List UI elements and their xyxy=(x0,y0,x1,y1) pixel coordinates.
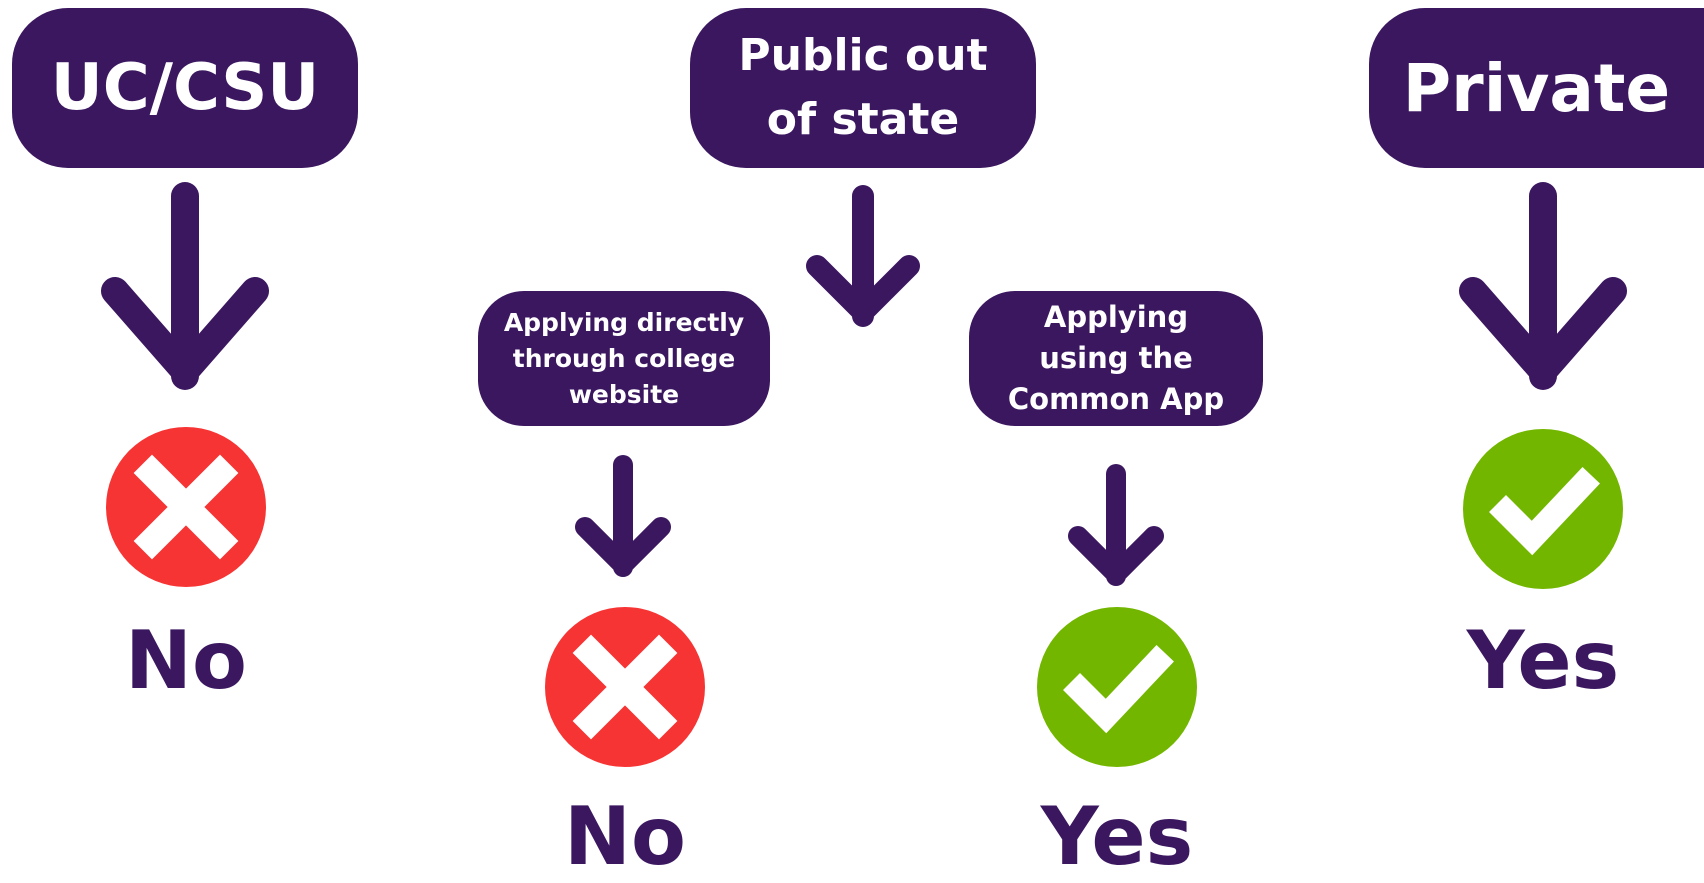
uc-csu-label: UC/CSU xyxy=(50,51,320,125)
apply-direct-label-line2: through college xyxy=(512,343,736,373)
common-app-label-line2: using the xyxy=(1039,341,1193,375)
apply-direct-result: No xyxy=(564,790,686,883)
public-out-of-state-label-line1: Public out xyxy=(738,30,988,81)
common-app-yes-icon xyxy=(1037,607,1197,767)
apply-direct-box: Applying directly through college websit… xyxy=(478,291,770,426)
uc-csu-no-icon xyxy=(106,427,266,587)
public-out-of-state-box: Public out of state xyxy=(690,8,1036,168)
private-label: Private xyxy=(1402,49,1671,127)
common-app-box: Applying using the Common App xyxy=(969,291,1263,426)
uc-csu-result: No xyxy=(125,614,247,707)
apply-direct-no-icon xyxy=(545,607,705,767)
public-out-of-state-arrow xyxy=(806,185,920,327)
apply-direct-label-line3: website xyxy=(568,379,680,409)
common-app-label-line3: Common App xyxy=(1007,382,1225,416)
apply-direct-arrow xyxy=(575,455,671,577)
common-app-result: Yes xyxy=(1040,790,1194,883)
common-app-label-line1: Applying xyxy=(1043,300,1189,334)
uc-csu-arrow xyxy=(101,182,269,390)
common-app-arrow xyxy=(1068,464,1164,586)
uc-csu-box: UC/CSU xyxy=(12,8,358,168)
private-result: Yes xyxy=(1466,614,1620,707)
apply-direct-label-line1: Applying directly xyxy=(503,307,745,337)
private-arrow xyxy=(1459,182,1627,390)
public-out-of-state-label-line2: of state xyxy=(766,94,960,145)
private-box: Private xyxy=(1369,8,1704,168)
private-yes-icon xyxy=(1463,429,1623,589)
